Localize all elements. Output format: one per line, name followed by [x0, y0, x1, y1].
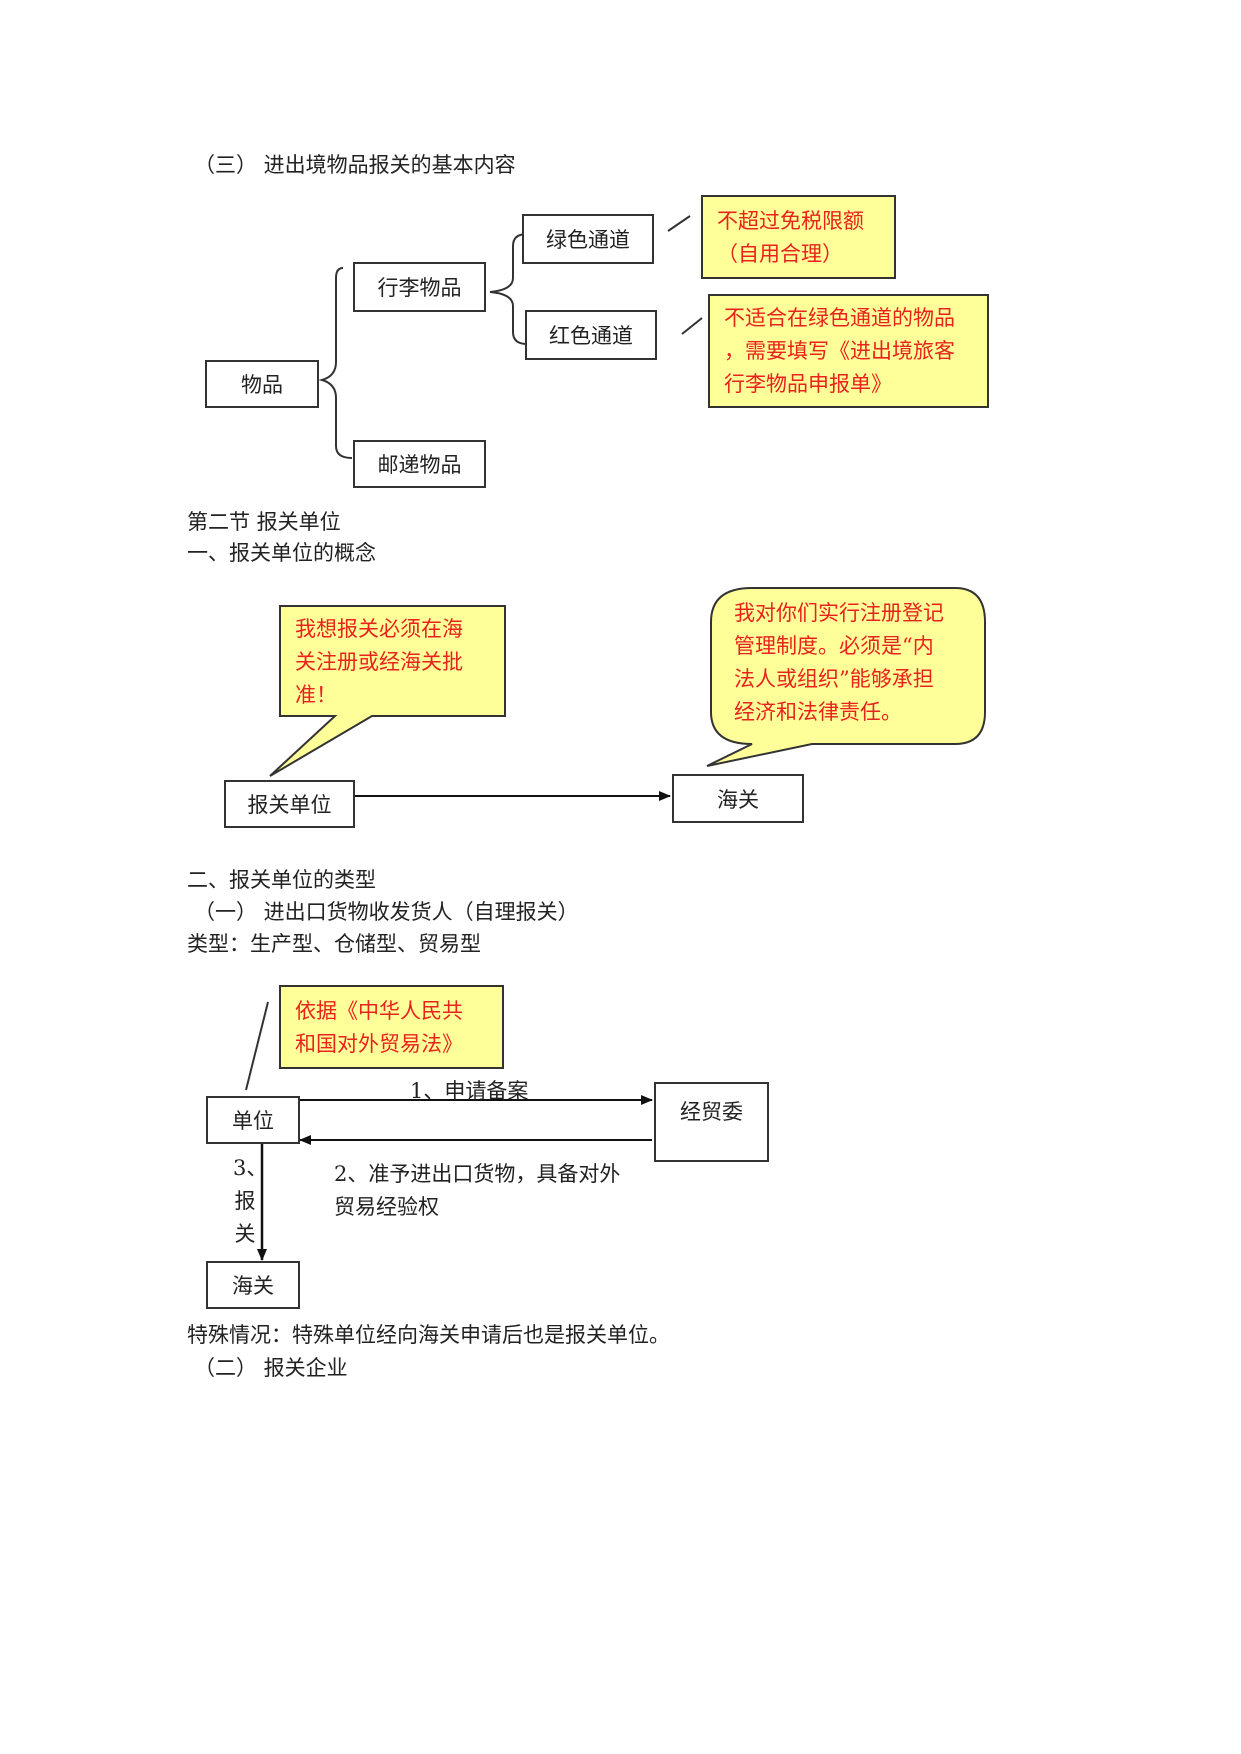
section-heading-types: 二、报关单位的类型: [187, 868, 376, 892]
special-case-line: 特殊情况：特殊单位经向海关申请后也是报关单位。: [187, 1323, 670, 1347]
customs-bubble-text: 我对你们实行注册登记 管理制度。必须是“内 法人或组织”能够承担 经济和法律责任…: [716, 597, 981, 737]
brace-luggage: [489, 233, 528, 345]
unit-bubble-text: 我想报关必须在海 关注册或经海关批 准！: [281, 607, 504, 715]
node-red-channel: 红色通道: [525, 310, 657, 360]
customs-speech-bubble: [706, 587, 986, 767]
node-green-channel: 绿色通道: [522, 214, 654, 264]
red-note-pointer: [681, 317, 703, 335]
step1-label: 1、申请备案: [410, 1079, 529, 1103]
step2-line: 贸易经验权: [334, 1195, 439, 1219]
step2-line: 2、准予进出口货物，具备对外: [334, 1162, 621, 1186]
step3-char: 报: [234, 1189, 256, 1213]
unit-speech-bubble: [269, 605, 506, 777]
law-note: 依据《中华人民共 和国对外贸易法》: [279, 985, 504, 1069]
node-goods: 物品: [205, 360, 319, 408]
subheading-brokers: （二） 报关企业: [194, 1356, 348, 1380]
note-line: 关注册或经海关批: [295, 650, 463, 674]
note-line: 我对你们实行注册登记: [734, 601, 944, 625]
types-line: 类型：生产型、仓储型、贸易型: [187, 932, 481, 956]
subheading-consignee: （一） 进出口货物收发货人（自理报关）: [194, 900, 579, 924]
note-line: 管理制度。必须是“内: [734, 634, 934, 658]
step3-char: 关: [234, 1222, 256, 1246]
subheading-concept: 一、报关单位的概念: [187, 541, 376, 565]
section-heading-goods: （三） 进出境物品报关的基本内容: [194, 153, 516, 177]
brace-root: [318, 267, 353, 459]
note-line: ，需要填写《进出境旅客: [724, 339, 955, 363]
step3-label: 3、 报 关: [233, 1152, 268, 1251]
note-line: 我想报关必须在海: [295, 617, 463, 641]
law-note-pointer: [245, 1001, 269, 1091]
note-line: 准！: [295, 683, 337, 707]
note-line: 法人或组织”能够承担: [734, 667, 934, 691]
step2-label: 2、准予进出口货物，具备对外 贸易经验权: [334, 1158, 620, 1224]
step3-char: 3、: [233, 1156, 268, 1180]
red-channel-note: 不适合在绿色通道的物品 ，需要填写《进出境旅客 行李物品申报单》: [708, 294, 989, 408]
node-customs: 海关: [672, 774, 804, 823]
note-line: 行李物品申报单》: [724, 372, 892, 396]
node-unit: 单位: [206, 1096, 300, 1144]
section-heading-units: 第二节 报关单位: [187, 510, 341, 534]
node-luggage: 行李物品: [353, 262, 486, 312]
note-line: 不适合在绿色通道的物品: [724, 306, 955, 330]
node-declaration-unit: 报关单位: [224, 780, 355, 828]
node-customs-bottom: 海关: [206, 1261, 300, 1309]
note-line: 经济和法律责任。: [734, 700, 902, 724]
green-note-pointer: [667, 215, 691, 232]
note-line: 不超过免税限额: [717, 209, 864, 233]
green-channel-note: 不超过免税限额 （自用合理）: [701, 195, 896, 279]
node-trade-commission: 经贸委: [654, 1082, 769, 1162]
note-line: 和国对外贸易法》: [295, 1032, 463, 1056]
note-line: （自用合理）: [717, 242, 843, 266]
note-line: 依据《中华人民共: [295, 999, 463, 1023]
node-postal: 邮递物品: [353, 440, 486, 488]
